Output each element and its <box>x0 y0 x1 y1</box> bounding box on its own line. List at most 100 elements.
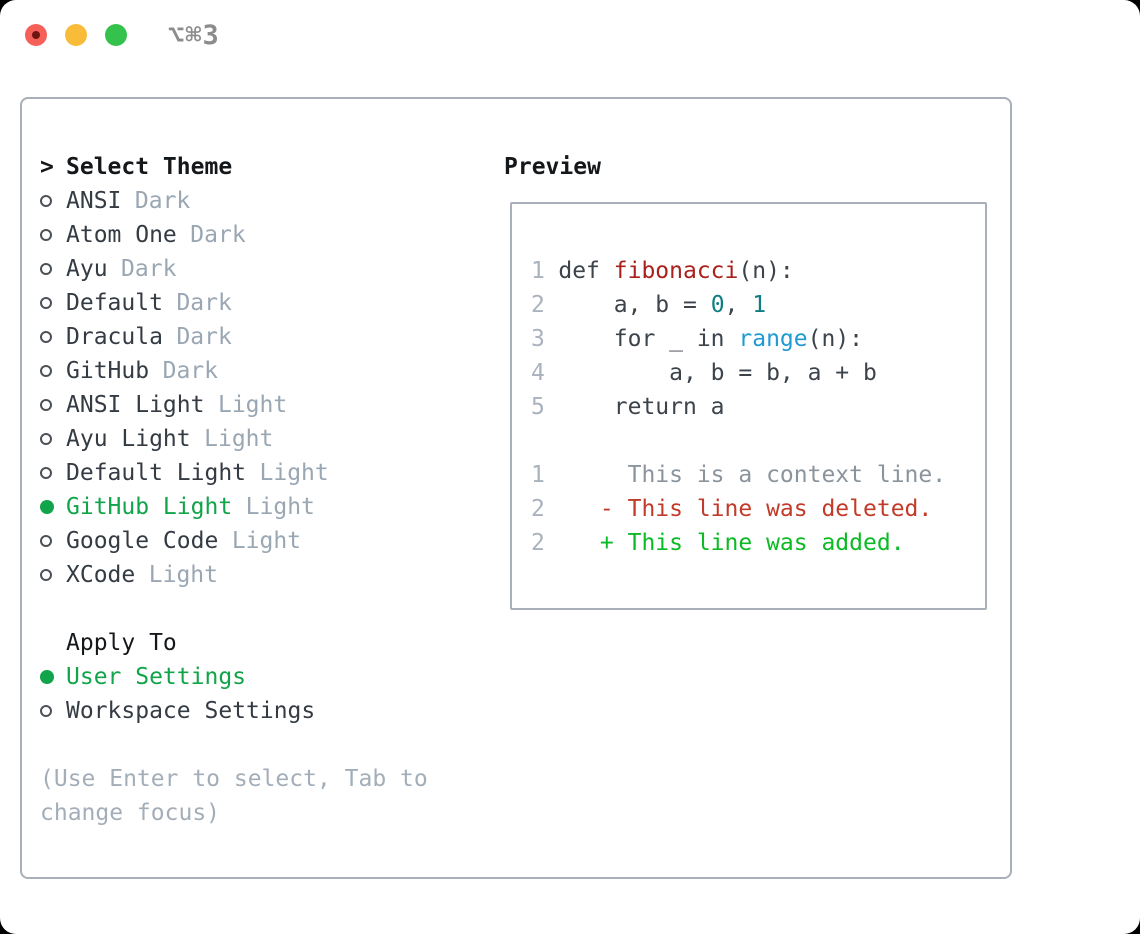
code-line: 1 This is a context line. <box>531 458 985 492</box>
theme-variant-badge: Dark <box>190 222 246 248</box>
apply-to-title: Apply To <box>66 630 177 656</box>
spacer <box>40 592 480 626</box>
code-token-number: 1 <box>752 292 767 318</box>
radio-icon <box>40 184 66 218</box>
theme-variant-badge: Dark <box>162 358 218 384</box>
keyboard-hint: (Use Enter to select, Tab to change focu… <box>40 766 428 826</box>
theme-option-github-light[interactable]: GitHub Light Light <box>40 490 480 524</box>
code-line <box>531 424 985 458</box>
radio-icon <box>40 252 66 286</box>
code-token-context: This is a context line. <box>558 462 947 488</box>
code-token-default: def <box>558 258 614 284</box>
theme-name: Ayu Light <box>66 426 191 452</box>
radio-icon <box>40 422 66 456</box>
apply-option-label: Workspace Settings <box>66 698 316 724</box>
code-token-number: 0 <box>710 292 725 318</box>
theme-option-default[interactable]: Default Dark <box>40 286 480 320</box>
radio-selected-icon <box>40 660 66 694</box>
preview-title: Preview <box>504 154 601 180</box>
code-token-builtin: range <box>738 326 808 352</box>
radio-icon <box>40 286 66 320</box>
theme-variant-badge: Dark <box>134 188 191 214</box>
theme-option-ayu-light[interactable]: Ayu Light Light <box>40 422 480 456</box>
theme-name: ANSI Light <box>66 392 205 418</box>
code-line: 2 a, b = 0, 1 <box>531 288 985 322</box>
select-theme-header: > Select Theme <box>40 150 480 184</box>
line-number: 1 <box>531 258 545 284</box>
theme-name: ANSI <box>66 188 122 214</box>
code-line: 2 + This line was added. <box>531 526 985 560</box>
radio-icon <box>40 388 66 422</box>
code-token-default: a, b = <box>558 292 711 318</box>
prompt-caret-icon: > <box>40 154 54 180</box>
theme-name: Dracula <box>66 324 163 350</box>
code-token-default: , <box>724 292 753 318</box>
code-token-default: for _ in <box>558 326 739 352</box>
code-token-default: (n): <box>807 326 864 352</box>
theme-variant-badge: Dark <box>176 324 232 350</box>
theme-variant-badge: Dark <box>176 290 232 316</box>
code-preview: 1 def fibonacci (n): 2 a, b = 0, 1 3 for _ i… <box>512 204 985 560</box>
line-number: 1 <box>531 462 545 488</box>
minimize-button[interactable] <box>65 24 87 46</box>
radio-icon <box>40 218 66 252</box>
close-button[interactable] <box>25 24 47 46</box>
theme-variant-badge: Light <box>217 392 288 418</box>
apply-option-workspace-settings[interactable]: Workspace Settings <box>40 694 480 728</box>
line-number: 2 <box>531 292 545 318</box>
line-number: 4 <box>531 360 545 386</box>
radio-icon <box>40 558 66 592</box>
select-theme-title: Select Theme <box>66 154 233 180</box>
radio-icon <box>40 524 66 558</box>
theme-variant-badge: Light <box>245 494 315 520</box>
theme-variant-badge: Light <box>204 426 274 452</box>
theme-variant-badge: Light <box>231 528 302 554</box>
window-title: ⌥⌘3 <box>168 20 220 51</box>
theme-name: Ayu <box>66 256 108 282</box>
preview-box: 1 def fibonacci (n): 2 a, b = 0, 1 3 for _ i… <box>510 202 987 610</box>
theme-option-ansi[interactable]: ANSI Dark <box>40 184 480 218</box>
theme-option-default-light[interactable]: Default Light Light <box>40 456 480 490</box>
titlebar: ⌥⌘3 <box>0 0 1140 97</box>
theme-name: Google Code <box>66 528 219 554</box>
line-number: 3 <box>531 326 545 352</box>
theme-option-ayu[interactable]: Ayu Dark <box>40 252 480 286</box>
code-token-default: return a <box>558 394 725 420</box>
theme-option-ansi-light[interactable]: ANSI Light Light <box>40 388 480 422</box>
theme-option-dracula[interactable]: Dracula Dark <box>40 320 480 354</box>
apply-to-header: Apply To <box>40 626 480 660</box>
code-line: 2 - This line was deleted. <box>531 492 985 526</box>
code-token-default: a, b = b, a + b <box>558 360 877 386</box>
code-token-function: fibonacci <box>613 258 739 284</box>
radio-icon <box>40 354 66 388</box>
line-number: 5 <box>531 394 545 420</box>
theme-name: Atom One <box>66 222 177 248</box>
theme-name: Default <box>66 290 163 316</box>
theme-name: Default Light <box>66 460 247 486</box>
theme-option-atom-one[interactable]: Atom One Dark <box>40 218 480 252</box>
zoom-button[interactable] <box>105 24 127 46</box>
traffic-lights <box>25 24 127 46</box>
theme-variant-badge: Light <box>259 460 329 486</box>
apply-option-label: User Settings <box>66 664 247 690</box>
line-number: 2 <box>531 530 545 556</box>
radio-selected-icon <box>40 490 66 524</box>
theme-name: GitHub Light <box>66 494 233 520</box>
code-line: 5 return a <box>531 390 985 424</box>
theme-name: XCode <box>66 562 136 588</box>
code-token-deleted: - This line was deleted. <box>558 496 933 522</box>
code-line: 4 a, b = b, a + b <box>531 356 985 390</box>
radio-icon <box>40 320 66 354</box>
theme-variant-badge: Dark <box>121 256 177 282</box>
radio-icon <box>40 456 66 490</box>
apply-option-user-settings[interactable]: User Settings <box>40 660 480 694</box>
theme-option-google-code[interactable]: Google Code Light <box>40 524 480 558</box>
